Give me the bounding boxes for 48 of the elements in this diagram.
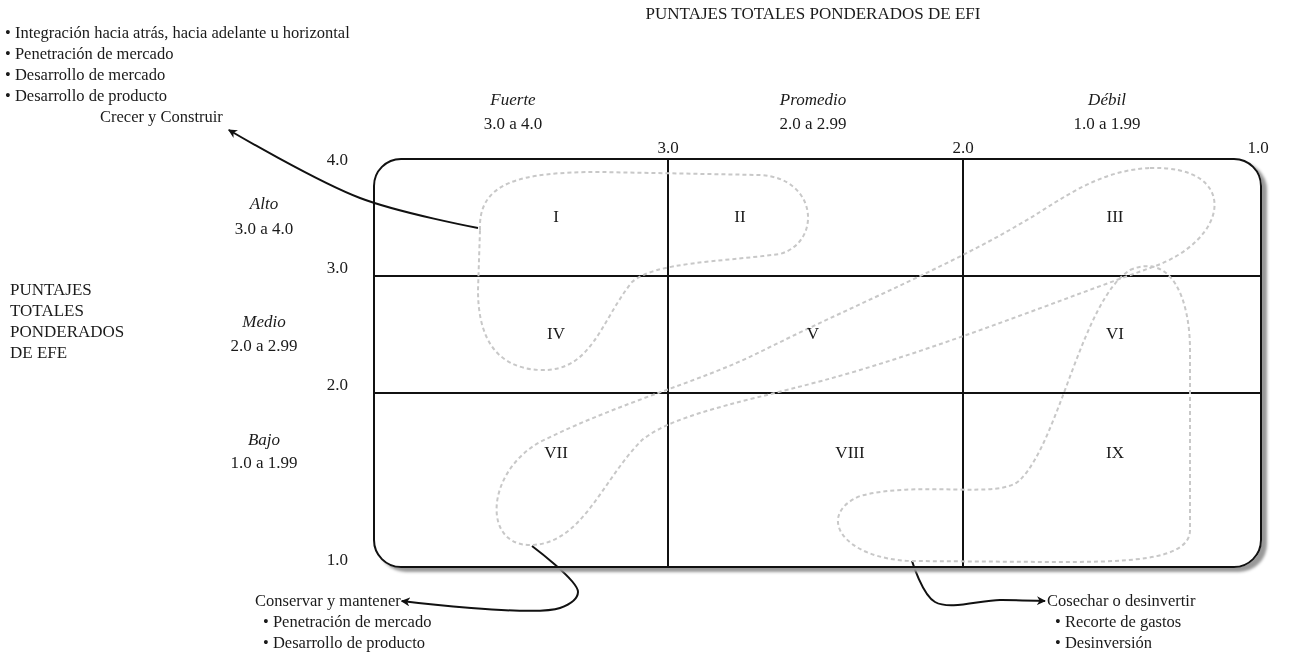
cell-label: V — [806, 324, 820, 344]
dotted-outline — [836, 265, 1191, 563]
cell-label: II — [734, 207, 746, 227]
tick-label: 4.0 — [326, 150, 348, 170]
group-heading: Crecer y Construir — [100, 106, 223, 127]
group-heading: Conservar y mantener — [255, 590, 401, 611]
matrix-grid — [373, 158, 1262, 568]
axis-title: PUNTAJES TOTALES PONDERADOS DE EFE — [10, 279, 126, 363]
tick-label: 1.0 — [1247, 138, 1269, 158]
bullet-item: • Integración hacia atrás, hacia adelante u horizontal — [5, 22, 350, 43]
axis-range: 2.0 a 2.99 — [779, 114, 847, 134]
bullet-item: • Penetración de mercado — [262, 611, 432, 632]
bullet-item: • Penetración de mercado — [5, 43, 175, 64]
axis-range: 2.0 a 2.99 — [230, 336, 298, 356]
axis-category: Bajo — [247, 430, 281, 450]
bullet-item: • Desarrollo de mercado — [5, 64, 167, 85]
axis-category: Medio — [242, 312, 286, 332]
cell-label: I — [553, 207, 559, 227]
cell-label: VIII — [835, 443, 865, 463]
curved-arrow — [227, 129, 479, 229]
cell-label: IV — [547, 324, 565, 344]
bullet-item: • Desinversión — [1054, 632, 1153, 653]
curved-arrow — [911, 560, 1046, 607]
axis-range: 3.0 a 4.0 — [234, 219, 294, 239]
axis-category: Promedio — [779, 90, 847, 110]
tick-label: 3.0 — [657, 138, 679, 158]
cell-label: VII — [544, 443, 568, 463]
tick-label: 1.0 — [326, 550, 348, 570]
axis-category: Fuerte — [490, 90, 536, 110]
axis-category: Débil — [1088, 90, 1126, 110]
bullet-item: • Desarrollo de producto — [262, 632, 427, 653]
bullet-item: • Recorte de gastos — [1054, 611, 1183, 632]
curved-arrow — [400, 545, 579, 612]
group-heading: Cosechar o desinvertir — [1047, 590, 1196, 611]
axis-title: PUNTAJES TOTALES PONDERADOS DE EFI — [645, 4, 981, 24]
tick-label: 2.0 — [326, 375, 348, 395]
axis-range: 3.0 a 4.0 — [483, 114, 543, 134]
dotted-outline — [477, 171, 809, 371]
cell-label: IX — [1106, 443, 1124, 463]
tick-label: 3.0 — [326, 258, 348, 278]
dotted-outline — [495, 167, 1216, 546]
bullet-item: • Desarrollo de producto — [5, 85, 169, 106]
tick-label: 2.0 — [952, 138, 974, 158]
axis-category: Alto — [249, 194, 279, 214]
cell-label: VI — [1106, 324, 1124, 344]
axis-range: 1.0 a 1.99 — [230, 453, 298, 473]
cell-label: III — [1106, 207, 1124, 227]
axis-range: 1.0 a 1.99 — [1073, 114, 1141, 134]
